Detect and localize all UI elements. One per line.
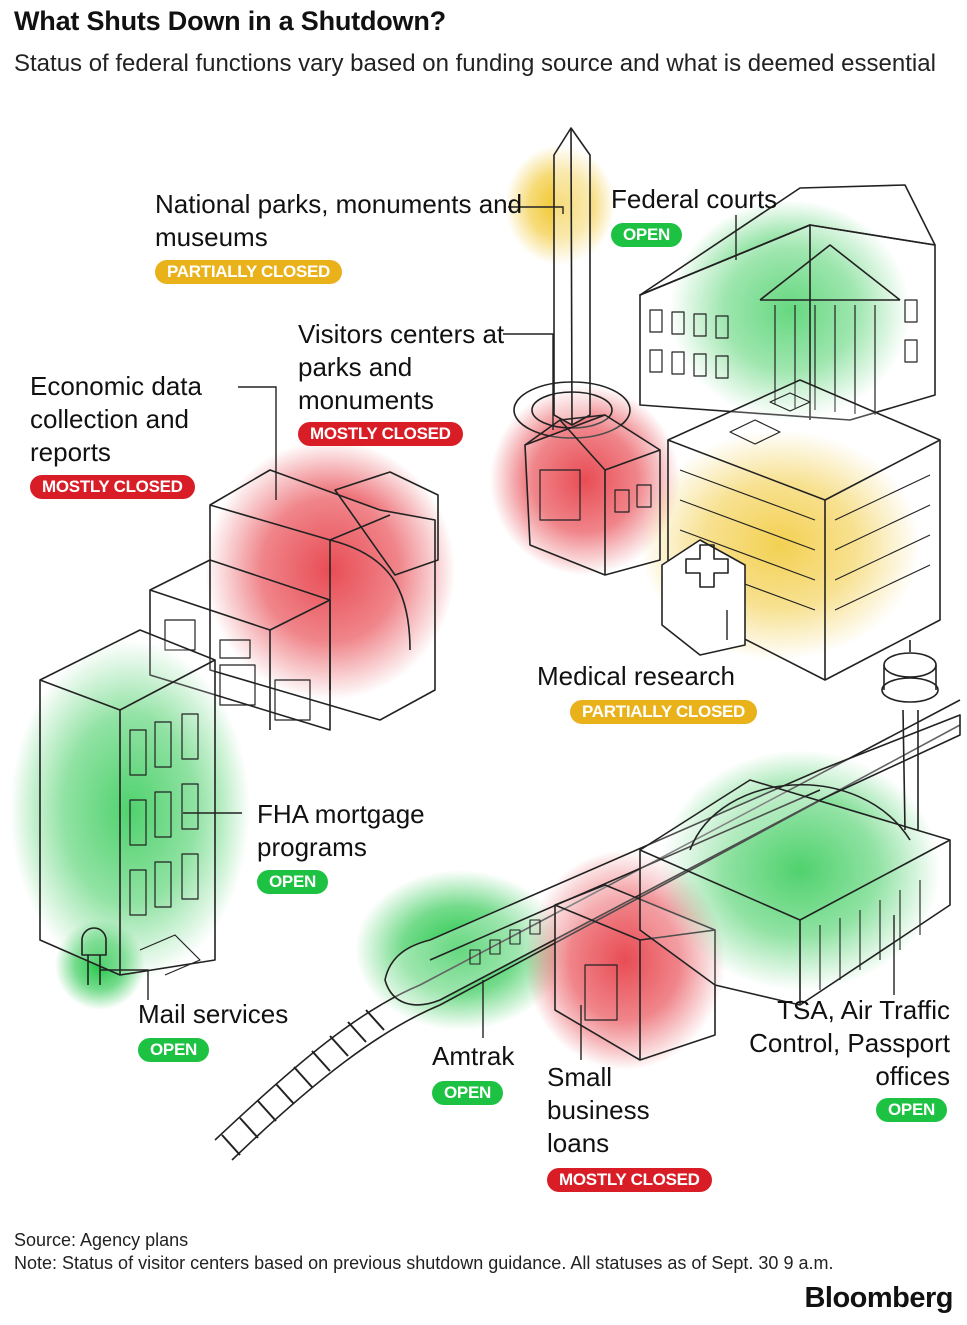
status-badge-visitors: MOSTLY CLOSED <box>298 422 463 446</box>
leader-lines <box>100 206 895 1060</box>
page-title: What Shuts Down in a Shutdown? <box>14 6 446 36</box>
status-badge-medical: PARTIALLY CLOSED <box>570 700 758 724</box>
airport-terminal <box>639 779 951 1006</box>
bloomberg-logo: Bloomberg <box>804 1282 953 1314</box>
status-badge-courts: OPEN <box>611 223 682 247</box>
page-subtitle: Status of federal functions vary based o… <box>14 50 936 77</box>
house <box>524 414 661 576</box>
label-mail: Mail services <box>138 999 289 1029</box>
hospital <box>661 379 941 681</box>
label-tsa: TSA, Air Traffic Control, Passport offic… <box>749 995 950 1091</box>
label-economic: Economic data collection and reports <box>30 371 202 467</box>
status-badge-fha: OPEN <box>257 870 328 894</box>
label-amtrak: Amtrak <box>432 1041 515 1071</box>
train <box>384 714 961 1006</box>
status-badge-parks: PARTIALLY CLOSED <box>155 260 343 284</box>
control-tower <box>881 640 939 831</box>
office-building <box>149 469 439 731</box>
status-badge-economic: MOSTLY CLOSED <box>30 475 195 499</box>
status-badge-amtrak: OPEN <box>432 1081 503 1105</box>
footnote: Note: Status of visitor centers based on… <box>14 1253 834 1273</box>
label-visitors: Visitors centers at parks and monuments <box>298 319 505 415</box>
source-note: Source: Agency plans <box>14 1230 189 1250</box>
railroad-track <box>214 699 961 1161</box>
bank <box>554 884 716 1061</box>
label-fha: FHA mortgage programs <box>257 799 425 862</box>
label-medical: Medical research <box>537 661 735 691</box>
label-small: Small business loans <box>547 1062 650 1158</box>
label-parks: National parks, monuments and museums <box>155 189 523 252</box>
status-badge-small: MOSTLY CLOSED <box>547 1168 712 1192</box>
label-courts: Federal courts <box>611 184 778 214</box>
status-badge-mail: OPEN <box>138 1038 209 1062</box>
courthouse <box>639 184 936 421</box>
brownstone <box>39 629 216 976</box>
status-badge-tsa: OPEN <box>876 1098 947 1122</box>
